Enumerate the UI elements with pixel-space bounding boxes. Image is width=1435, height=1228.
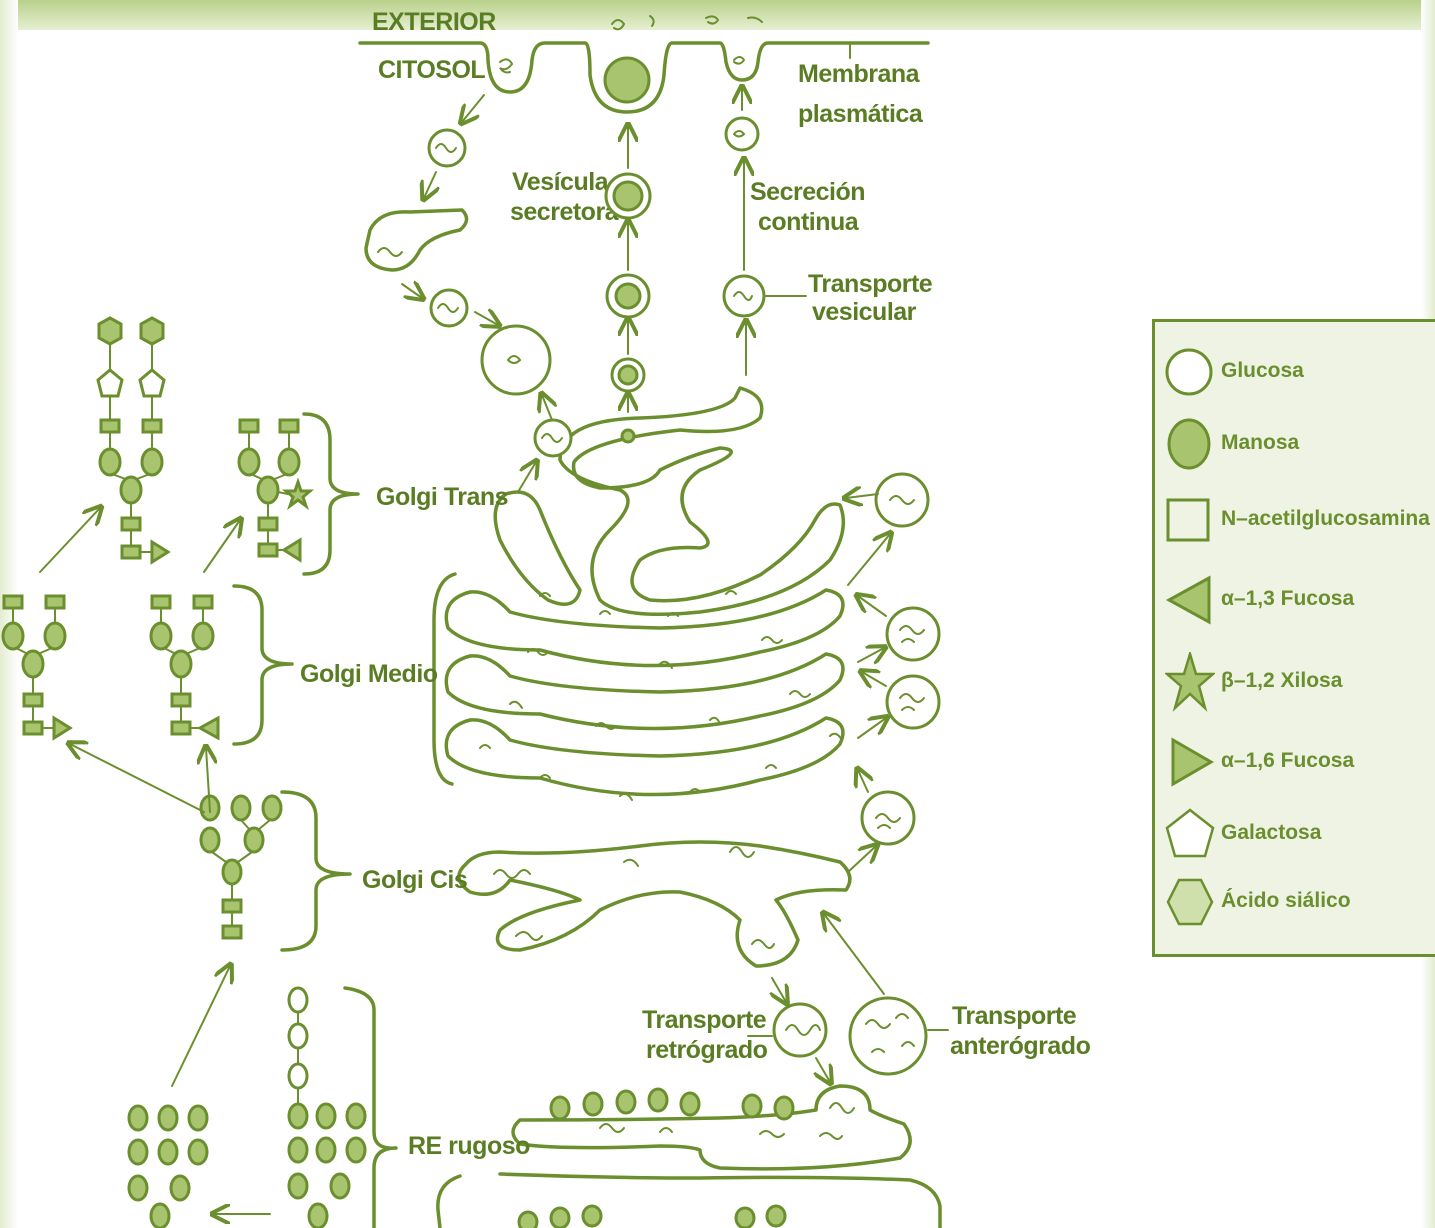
golgi-trans-brace [302,412,360,576]
retrogrado-label-2: retrógrado [646,1036,768,1064]
transport-vesicles [747,914,949,1082]
n-acetilglucosamina-icon [1166,498,1210,542]
plasma-membrane [358,15,930,114]
golgi-trans-label: Golgi Trans [376,483,508,511]
legend-label: Ácido siálico [1221,889,1351,912]
legend-label: Glucosa [1221,359,1304,382]
legend-item-n-acetilglucosamina: N–acetilglucosamina [1155,490,1435,550]
galactosa-pentagon-icon [1165,808,1215,858]
legend-box: Glucosa Manosa N–acetilglucosamina α–1,3… [1152,319,1435,957]
golgi-medio-cisternae [432,572,941,846]
membrana-label-2: plasmática [798,100,924,128]
anterogrado-label-2: anterógrado [950,1032,1091,1060]
rough-er [343,986,942,1228]
golgi-cis-label: Golgi Cis [362,866,467,894]
anterogrado-label-1: Transporte [952,1002,1077,1030]
legend-item-acido-sialico: Ácido siálico [1155,872,1435,932]
legend-label: α–1,6 Fucosa [1221,749,1355,772]
membrana-label-1: Membrana [798,60,921,88]
secreted-content [603,56,651,104]
ribosomes [517,1087,795,1228]
glycan-structures [1,316,367,1228]
legend-item-a13-fucosa: α–1,3 Fucosa [1155,570,1435,630]
golgi-cis-cisterna [457,842,876,968]
acido-sialico-hexagon-icon [1166,878,1214,926]
transporte-vesicular-label-1: Transporte [808,270,933,298]
legend-label: N–acetilglucosamina [1221,507,1430,530]
citosol-label: CITOSOL [378,56,485,84]
endocytic-pathway [364,94,552,421]
vesicula-label-2: secretora [510,198,620,226]
exterior-label: EXTERIOR [372,8,496,36]
continuous-secretion-column [722,88,766,376]
legend-label: β–1,2 Xilosa [1221,669,1343,692]
vesicula-label-1: Vesícula [512,168,610,196]
golgi-medio-brace [232,584,294,746]
fucosa-a16-icon [1171,737,1214,787]
golgi-cis-brace [280,790,352,952]
legend-item-manosa: Manosa [1155,414,1435,474]
legend-item-galactosa: Galactosa [1155,804,1435,864]
legend-label: Galactosa [1221,821,1322,844]
secrecion-label-2: continua [758,208,860,236]
legend-item-glucosa: Glucosa [1155,342,1435,402]
secrecion-label-1: Secreción [750,178,865,206]
legend-item-b12-xilosa: β–1,2 Xilosa [1155,652,1435,712]
fucosa-a13-icon [1165,575,1211,625]
retrogrado-label-1: Transporte [642,1006,767,1034]
transporte-vesicular-label-2: vesicular [812,298,917,326]
golgi-trans-cisterna [493,386,930,617]
regulated-secretion-column [604,126,652,413]
left-edge-shade [0,0,18,1228]
legend-label: Manosa [1221,431,1300,454]
top-band [0,0,1435,30]
manosa-icon [1167,418,1211,470]
re-rugoso-label: RE rugoso [408,1132,530,1160]
xilosa-star-icon [1165,652,1215,712]
glucosa-icon [1165,348,1213,396]
legend-label: α–1,3 Fucosa [1221,587,1355,610]
golgi-medio-label: Golgi Medio [300,660,438,688]
legend-item-a16-fucosa: α–1,6 Fucosa [1155,732,1435,792]
